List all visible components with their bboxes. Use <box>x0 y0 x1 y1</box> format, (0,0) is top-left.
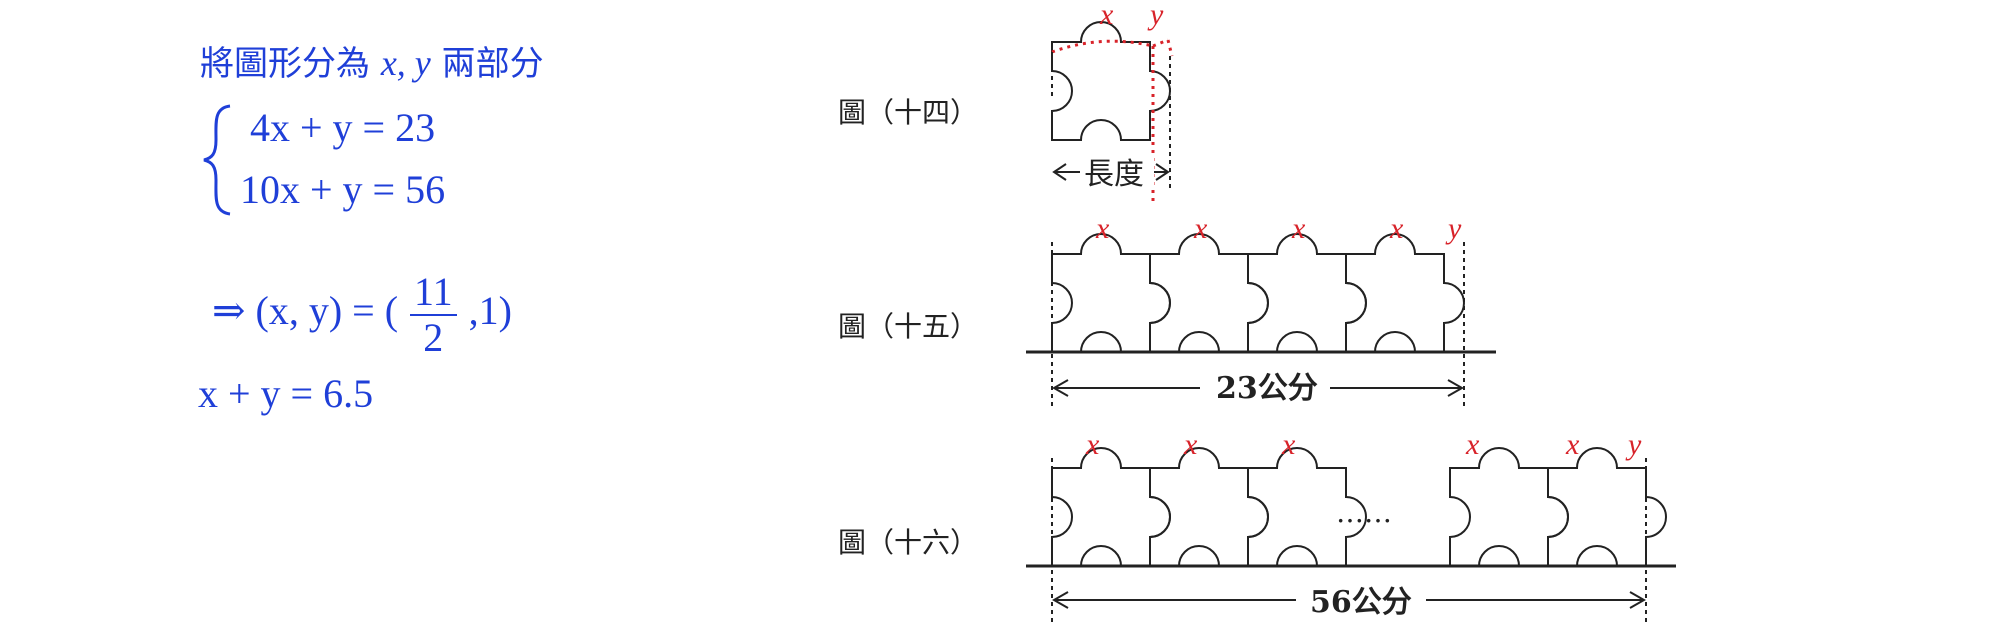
fig16-piece <box>1449 447 1569 567</box>
implies-text: ⇒ (x, y) = ( <box>212 288 399 334</box>
fig16-x4: x <box>1465 428 1480 461</box>
fraction-numerator: 11 <box>410 270 457 316</box>
fig16-piece <box>1051 447 1171 567</box>
fig14-label: 圖（十四） <box>838 96 978 129</box>
fig16-y: y <box>1625 428 1642 461</box>
fig15-x3: x <box>1291 212 1306 245</box>
solution-heading: 將圖形分為 x, y 兩部分 <box>200 36 544 85</box>
fraction-denominator: 2 <box>423 315 444 360</box>
fig16-piece <box>1547 447 1667 567</box>
fig15-x2: x <box>1193 212 1208 245</box>
fig15-label: 圖（十五） <box>838 310 978 343</box>
fig15-y: y <box>1445 212 1462 245</box>
fig16-x5: x <box>1565 428 1580 461</box>
fig16-x3: x <box>1281 428 1296 461</box>
fig16-x2: x <box>1183 428 1198 461</box>
fig15-piece <box>1247 233 1367 353</box>
heading-prefix: 將圖形分為 <box>200 44 370 84</box>
fig14-piece <box>1051 21 1171 141</box>
fig15-dimension-label: 23公分 <box>1216 371 1318 406</box>
fraction: 11 2 <box>410 270 457 360</box>
fig16-dimension-label: 56公分 <box>1310 585 1412 620</box>
fig15-piece <box>1345 233 1465 353</box>
fig15-x1: x <box>1095 212 1110 245</box>
length-label: 長度 <box>1084 157 1144 192</box>
fig15-piece <box>1051 233 1171 353</box>
fig15-dimension: 23公分 x x x x y <box>1026 212 1496 408</box>
fig16-label: 圖（十六） <box>838 526 978 559</box>
implies-tail: ,1) <box>468 288 512 334</box>
fig14-annotations: 長度 x y <box>1051 0 1174 202</box>
fig16-ellipsis: …… <box>1336 496 1392 529</box>
equation-1: 4x + y = 23 <box>250 105 436 150</box>
fig16-piece <box>1149 447 1269 567</box>
system-brace <box>203 104 231 216</box>
fig16-x1: x <box>1085 428 1100 461</box>
fig14-y: y <box>1147 0 1164 31</box>
equation-2: 10x + y = 56 <box>240 167 446 212</box>
heading-vars: x, y <box>380 43 431 83</box>
fig15-piece <box>1149 233 1269 353</box>
heading-suffix: 兩部分 <box>441 44 544 84</box>
fig15-x4: x <box>1389 212 1404 245</box>
fig14-x: x <box>1099 0 1114 31</box>
implies-line: ⇒ (x, y) = ( 11 2 ,1) <box>212 270 512 360</box>
result-equation: x + y = 6.5 <box>198 371 374 416</box>
fig16-dimension: 56公分 …… x x x x x y <box>1026 428 1676 622</box>
